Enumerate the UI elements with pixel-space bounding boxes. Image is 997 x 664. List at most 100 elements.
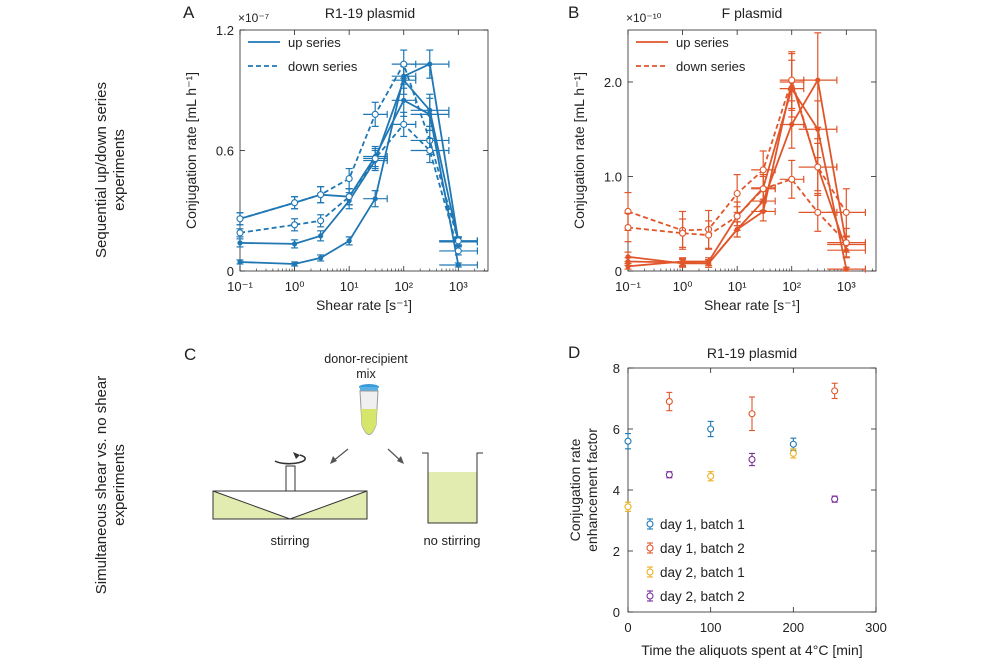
x-axis-label: Shear rate [s⁻¹] [316, 297, 412, 313]
data-point [318, 233, 324, 239]
data-point [748, 455, 756, 464]
data-point [455, 262, 461, 268]
data-point [237, 259, 243, 265]
legend-label: day 1, batch 2 [660, 541, 745, 556]
y-tick-label: 4 [613, 483, 620, 498]
data-point [291, 261, 298, 267]
plot-frame [239, 29, 489, 272]
legend-label: day 1, batch 1 [660, 517, 745, 532]
arrow-to-no-stirring-icon [387, 448, 404, 464]
tube-icon [359, 384, 379, 435]
x-tick-label: 10² [782, 279, 801, 294]
data-point [317, 217, 325, 225]
data-point [427, 111, 433, 117]
chart-title: R1-19 plasmid [325, 5, 415, 21]
data-point [345, 175, 353, 183]
data-point [706, 260, 712, 267]
data-point [815, 77, 821, 83]
data-point [842, 208, 850, 216]
panel-c-schematic: C donor-recipient mix [184, 345, 483, 548]
no-stirring-label: no stirring [423, 533, 480, 548]
y-tick-label: 2.0 [604, 75, 622, 90]
stirring-label: stirring [270, 533, 309, 548]
mix-label-line1: donor-recipient [324, 352, 408, 366]
data-point [318, 255, 324, 261]
stirrer-icon [212, 465, 368, 520]
y-axis-label: Conjugation rate [mL h⁻¹] [571, 72, 587, 229]
y-tick-label: 0.6 [216, 144, 234, 159]
data-point [759, 166, 767, 174]
data-point [624, 223, 632, 232]
x-tick-label: 0 [624, 620, 631, 635]
y-axis-label: Conjugation rate [567, 438, 583, 541]
data-point [400, 60, 408, 68]
panel-letter-a: A [183, 3, 195, 22]
y-tick-label: 2 [613, 544, 620, 559]
row-label-bottom-line1: Simultaneous shear vs. no shear [93, 376, 110, 594]
data-point [454, 247, 462, 255]
series-line [627, 77, 848, 232]
y-tick-label: 0 [613, 605, 620, 620]
legend-label: up series [676, 35, 729, 50]
legend-marker [646, 544, 654, 552]
series-line [239, 61, 460, 242]
y-tick-label: 1.0 [604, 169, 622, 184]
data-point [291, 221, 299, 229]
panel-letter-c: C [184, 345, 196, 364]
plot-frame [627, 29, 877, 272]
data-point [346, 238, 352, 244]
data-point [814, 208, 822, 216]
y-axis-label: enhancement factor [584, 428, 600, 552]
data-point [814, 163, 822, 171]
chart-title: R1-19 plasmid [707, 345, 797, 361]
series-line [239, 99, 460, 266]
y-tick-label: 6 [613, 422, 620, 437]
data-point [236, 229, 244, 237]
x-axis-label: Shear rate [s⁻¹] [704, 297, 800, 313]
data-point [679, 259, 686, 266]
series-line [239, 123, 460, 252]
data-point [236, 215, 244, 223]
legend-marker [646, 592, 654, 600]
data-point [317, 191, 325, 199]
data-point [665, 471, 673, 479]
series-line [627, 86, 848, 270]
y-tick-label: 0 [615, 264, 622, 279]
row-label-bottom-line2: experiments [111, 444, 128, 526]
data-point [831, 495, 839, 503]
x-tick-label: 200 [782, 620, 804, 635]
x-tick-label: 10⁰ [285, 279, 305, 294]
data-point [427, 61, 433, 67]
y-axis-label: Conjugation rate [mL h⁻¹] [183, 72, 199, 229]
data-point [788, 76, 796, 84]
legend-label: down series [288, 59, 358, 74]
y-tick-label: 0 [227, 264, 234, 279]
legend-marker [646, 520, 654, 528]
x-tick-label: 10¹ [728, 279, 747, 294]
x-axis-label: Time the aliquots spent at 4°C [min] [641, 642, 862, 658]
series-line [239, 62, 460, 265]
data-point [733, 189, 741, 198]
data-point [237, 240, 243, 246]
panel-letter-b: B [568, 3, 579, 22]
series-line [627, 178, 847, 244]
data-point [842, 239, 850, 247]
data-point [624, 437, 632, 445]
data-point [400, 120, 408, 128]
y-tick-label: 1.2 [216, 23, 234, 38]
mix-label-line2: mix [356, 367, 376, 381]
x-tick-label: 10¹ [340, 279, 359, 294]
data-point [707, 425, 715, 433]
series-line [627, 77, 848, 265]
data-point [291, 199, 299, 207]
x-tick-label: 10⁻¹ [615, 279, 641, 294]
data-point [371, 154, 379, 163]
data-point [707, 472, 715, 480]
panel-letter-d: D [568, 343, 580, 362]
x-tick-label: 10⁰ [673, 279, 693, 294]
series-line [239, 78, 460, 245]
row-label-top-line1: Sequential up/down series [93, 82, 110, 258]
